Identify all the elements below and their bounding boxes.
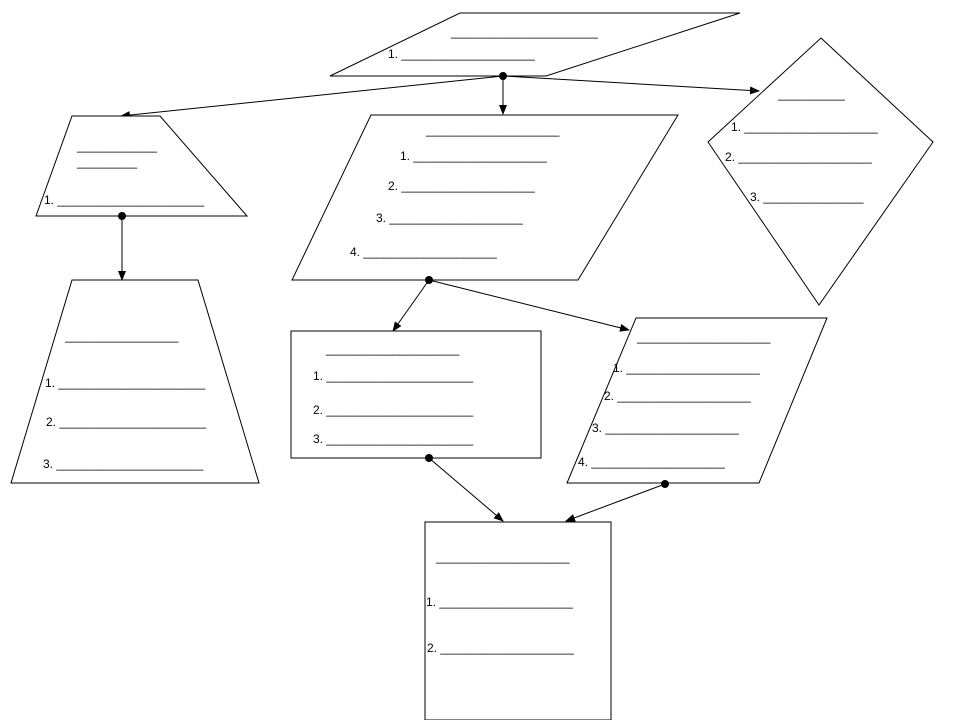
bottom-rectangle[interactable]: [424, 521, 612, 720]
bottom-box-item-1: 1. ____________________: [426, 595, 573, 609]
center-node-item-2: 2. ____________________: [388, 179, 535, 193]
connection-dots: [118, 72, 669, 488]
middle-box-title: ____________________: [325, 342, 460, 356]
left-lower-node-item-3: 3. ______________________: [43, 457, 203, 471]
connector-dot-right-para: [661, 480, 669, 488]
left-lower-node-item-1: 1. ______________________: [45, 376, 205, 390]
edge-center-to-middle-box: [392, 279, 430, 332]
right-para-title: ____________________: [636, 330, 771, 344]
top-parallelogram[interactable]: [329, 12, 741, 77]
edge-top-to-left: [120, 75, 504, 120]
top-node-title: ______________________: [450, 25, 598, 39]
edge-top-to-diamond: [502, 75, 760, 95]
middle-box-item-2: 2. ______________________: [313, 403, 473, 417]
middle-box-item-1: 1. ______________________: [313, 369, 473, 383]
connector-dot-left-upper: [118, 212, 126, 220]
connector-dot-middle-box: [425, 454, 433, 462]
center-parallelogram[interactable]: [291, 114, 679, 281]
bottom-box-title: ____________________: [435, 550, 570, 564]
edge-center-to-right-para: [428, 279, 630, 332]
left-upper-node-title: ____________: [76, 139, 157, 153]
left-upper-trapezoid[interactable]: [35, 115, 249, 217]
left-upper-node-subtitle: _________: [76, 155, 137, 169]
diamond-node-title: __________: [777, 87, 845, 101]
center-node-item-3: 3. ____________________: [376, 211, 523, 225]
edge-middle-box-to-bottom: [428, 457, 504, 522]
connectors: [118, 75, 760, 522]
connector-dot-top: [499, 72, 507, 80]
center-node-title: ____________________: [425, 123, 560, 137]
diamond-node-item-1: 1. ____________________: [731, 120, 878, 134]
right-para-item-4: 4. ____________________: [578, 455, 725, 469]
diamond-shape[interactable]: [707, 37, 934, 306]
right-para-item-1: 1. ____________________: [613, 361, 760, 375]
center-node-item-4: 4. ____________________: [350, 245, 497, 259]
connector-dot-center: [425, 276, 433, 284]
center-node-item-1: 1. ____________________: [400, 149, 547, 163]
right-para-item-3: 3. ____________________: [592, 421, 739, 435]
right-para-item-2: 2. ____________________: [604, 389, 751, 403]
left-lower-trapezoid[interactable]: [10, 279, 260, 484]
left-lower-node-item-2: 2. ______________________: [46, 415, 206, 429]
diamond-node-item-2: 2. ____________________: [725, 150, 872, 164]
middle-box-item-3: 3. ______________________: [313, 432, 473, 446]
top-node-item-1: 1. ____________________: [388, 47, 535, 61]
bottom-box-item-2: 2. ____________________: [427, 641, 574, 655]
edge-right-para-to-bottom: [565, 483, 666, 522]
middle-rectangle[interactable]: [290, 330, 542, 459]
left-upper-node-item-1: 1. ______________________: [44, 193, 204, 207]
diamond-node-item-3: 3. _______________: [750, 190, 864, 204]
left-lower-node-title: _________________: [64, 329, 179, 343]
right-parallelogram[interactable]: [566, 317, 828, 484]
